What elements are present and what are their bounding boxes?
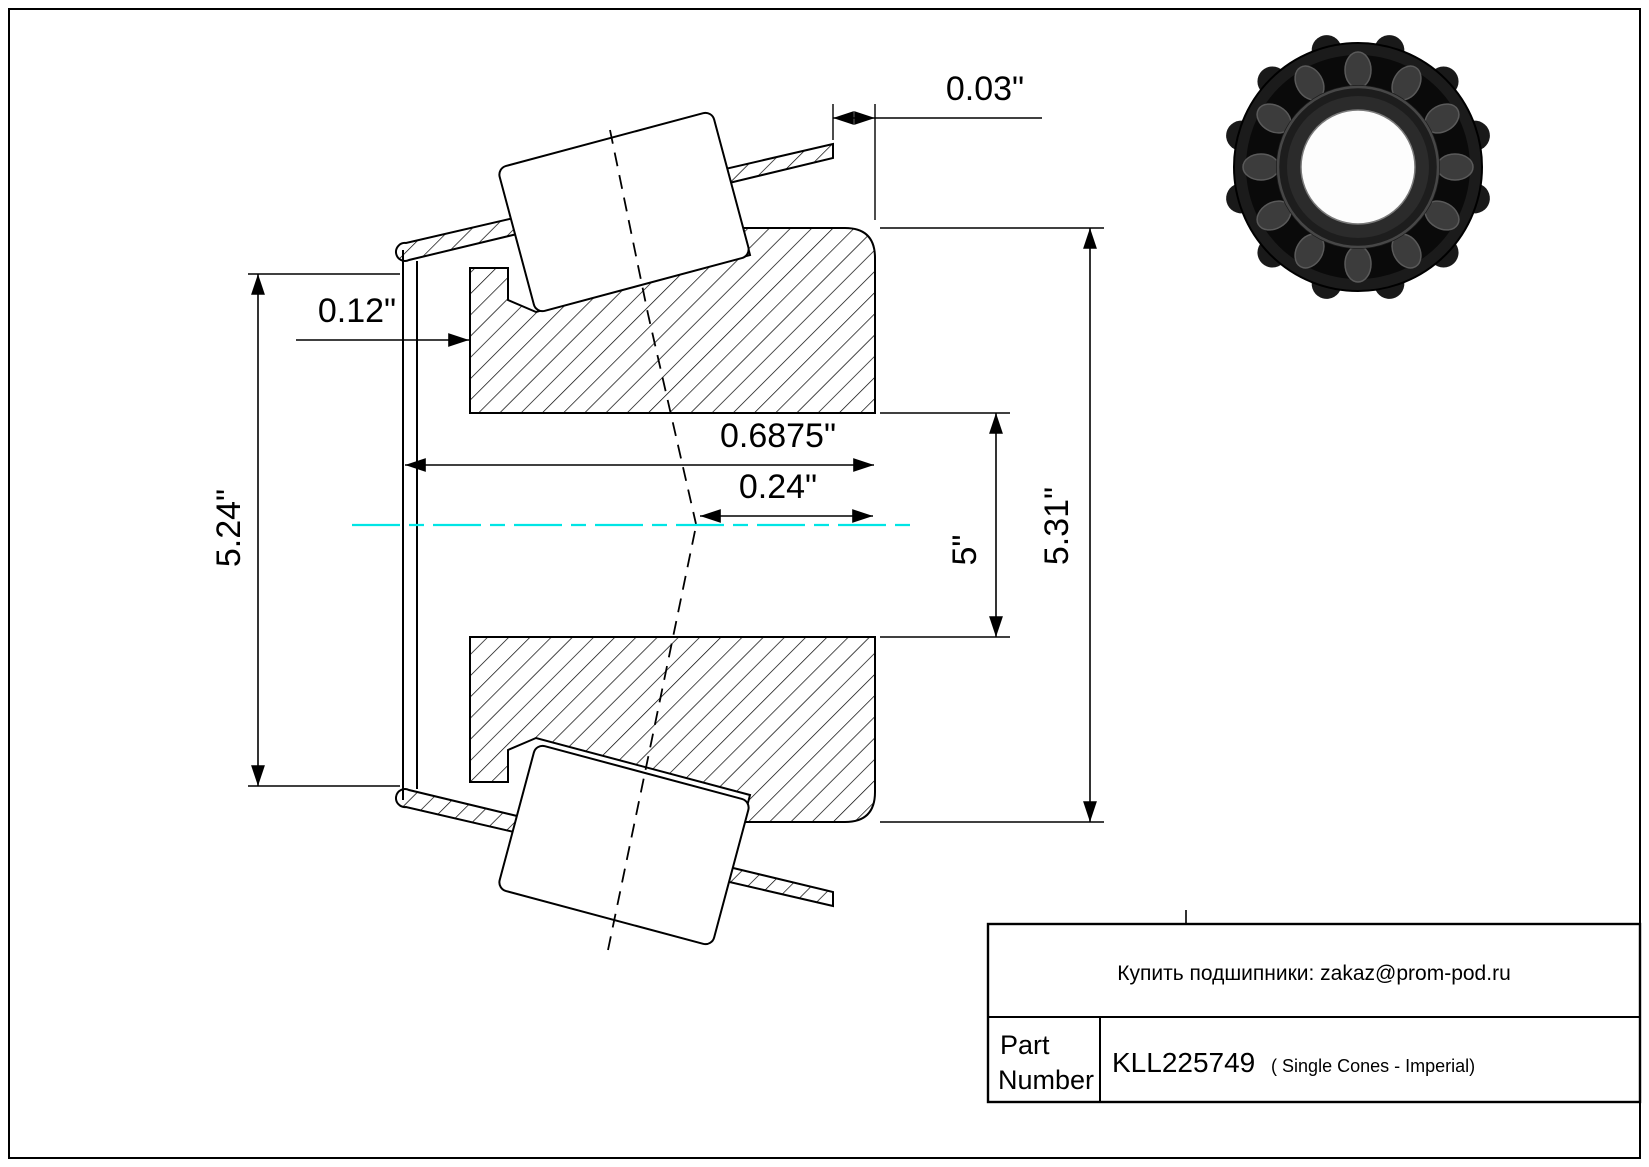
dim-outer-diameter: 5.31" [880, 227, 1104, 823]
dim-label-cone-width: 0.6875" [720, 417, 836, 455]
dim-bore: 5" [880, 412, 1010, 638]
dim-backface-gap: 0.03" [832, 70, 1042, 220]
dim-label-bore: 5" [946, 535, 984, 566]
dim-label-load-center: 0.24" [739, 468, 817, 506]
dim-label-outer-diameter: 5.31" [1038, 487, 1076, 565]
title-block: Купить подшипники: zakaz@prom-pod.ru Par… [986, 910, 1642, 1104]
roller-axis-dashed-top [609, 129, 697, 525]
part-number-value: KLL225749 ( Single Cones - Imperial) [1112, 1047, 1475, 1078]
dim-rib-width: 0.12" [296, 292, 469, 347]
bearing-photo [1222, 31, 1494, 303]
roller-axis-dashed-bottom [607, 525, 697, 951]
bearing-bore [1300, 109, 1416, 225]
roller-top [498, 111, 750, 313]
part-label-line1: Part [1000, 1030, 1050, 1060]
dim-label-rib-diameter: 5.24" [210, 489, 248, 567]
bearing-inner-rim-highlight [1276, 85, 1440, 249]
dim-label-backface-gap: 0.03" [946, 70, 1024, 108]
cone-section-lower [469, 636, 876, 823]
page-border [8, 8, 1641, 1159]
dim-cone-width: 0.6875" [405, 417, 874, 472]
part-number: KLL225749 [1112, 1047, 1255, 1078]
contact-text: Купить подшипники: zakaz@prom-pod.ru [1117, 962, 1511, 985]
dim-rib-diameter: 5.24" [210, 273, 400, 787]
part-number-suffix: ( Single Cones - Imperial) [1271, 1056, 1475, 1076]
part-label-line2: Number [998, 1065, 1094, 1095]
dim-label-rib-width: 0.12" [318, 292, 396, 330]
dim-load-center: 0.24" [700, 468, 873, 523]
roller-bottom [498, 744, 750, 946]
title-block-frame [986, 922, 1642, 1104]
